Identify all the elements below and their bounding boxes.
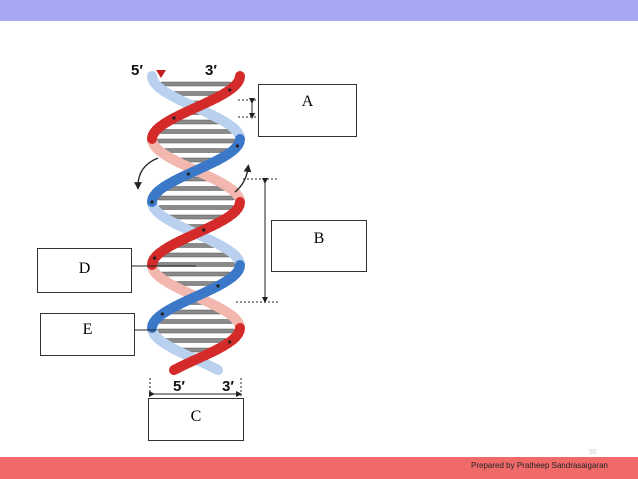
backbone-dot [153, 256, 157, 260]
label-b-text: B [313, 230, 325, 247]
base-pair-rung [161, 271, 231, 277]
backbone-dot [216, 284, 220, 288]
backbone-dot [186, 172, 190, 176]
top-banner [0, 0, 638, 21]
base-pair-rung [158, 319, 234, 324]
label-box-e[interactable]: E [40, 313, 135, 356]
base-pairs [156, 81, 236, 353]
rotation-arrow-left [134, 157, 159, 190]
backbone-segment [207, 362, 223, 375]
label-a-text: A [301, 93, 314, 110]
bottom-right-3prime-label: 3′ [222, 378, 234, 395]
backbone-segment [169, 362, 185, 375]
base-pair-rung [157, 195, 235, 201]
base-pair-rung [169, 309, 223, 315]
base-pair-rung [158, 205, 234, 210]
label-c-text: C [190, 408, 202, 425]
backbone-dot [228, 88, 232, 92]
helix-diameter-marker [149, 378, 242, 398]
label-box-c[interactable]: C [148, 398, 244, 441]
label-e-text: E [82, 321, 93, 338]
backbone-dot [172, 116, 176, 120]
label-box-b[interactable]: B [271, 220, 367, 272]
bottom-left-5prime-label: 5′ [173, 378, 185, 395]
base-pair-rung [166, 186, 226, 191]
backbone-dot [235, 144, 239, 148]
strand-start-marker [156, 70, 166, 78]
bottom-banner: Prepared by Pratheep Sandrasaigaran [0, 457, 638, 479]
label-d-text: D [78, 260, 91, 277]
top-right-3prime-label: 3′ [205, 62, 217, 79]
base-pair-rung [168, 214, 224, 220]
rotation-arrow-right [234, 164, 252, 193]
base-pair-rung [156, 138, 236, 144]
page-number: 92 [589, 449, 597, 456]
backbone-dot [160, 312, 164, 316]
base-pair-rung [159, 129, 233, 134]
backbone-dot [150, 200, 154, 204]
backbone-dot [202, 228, 206, 232]
phosphate-dots [150, 88, 239, 344]
base-pair-rung [164, 338, 228, 343]
base-pair-rung [162, 252, 230, 258]
helical-turn-marker [236, 178, 278, 303]
top-left-5prime-label: 5′ [131, 62, 143, 79]
backbone-dot [228, 340, 232, 344]
base-pair-rung [163, 148, 229, 153]
footer-credit: Prepared by Pratheep Sandrasaigaran [471, 461, 608, 470]
base-pair-rung [157, 328, 235, 334]
label-box-d[interactable]: D [37, 248, 132, 293]
base-pair-rung [160, 81, 232, 87]
base-spacing-marker [238, 98, 258, 119]
label-box-a[interactable]: A [258, 84, 357, 137]
sugar-phosphate-backbones [147, 71, 245, 375]
